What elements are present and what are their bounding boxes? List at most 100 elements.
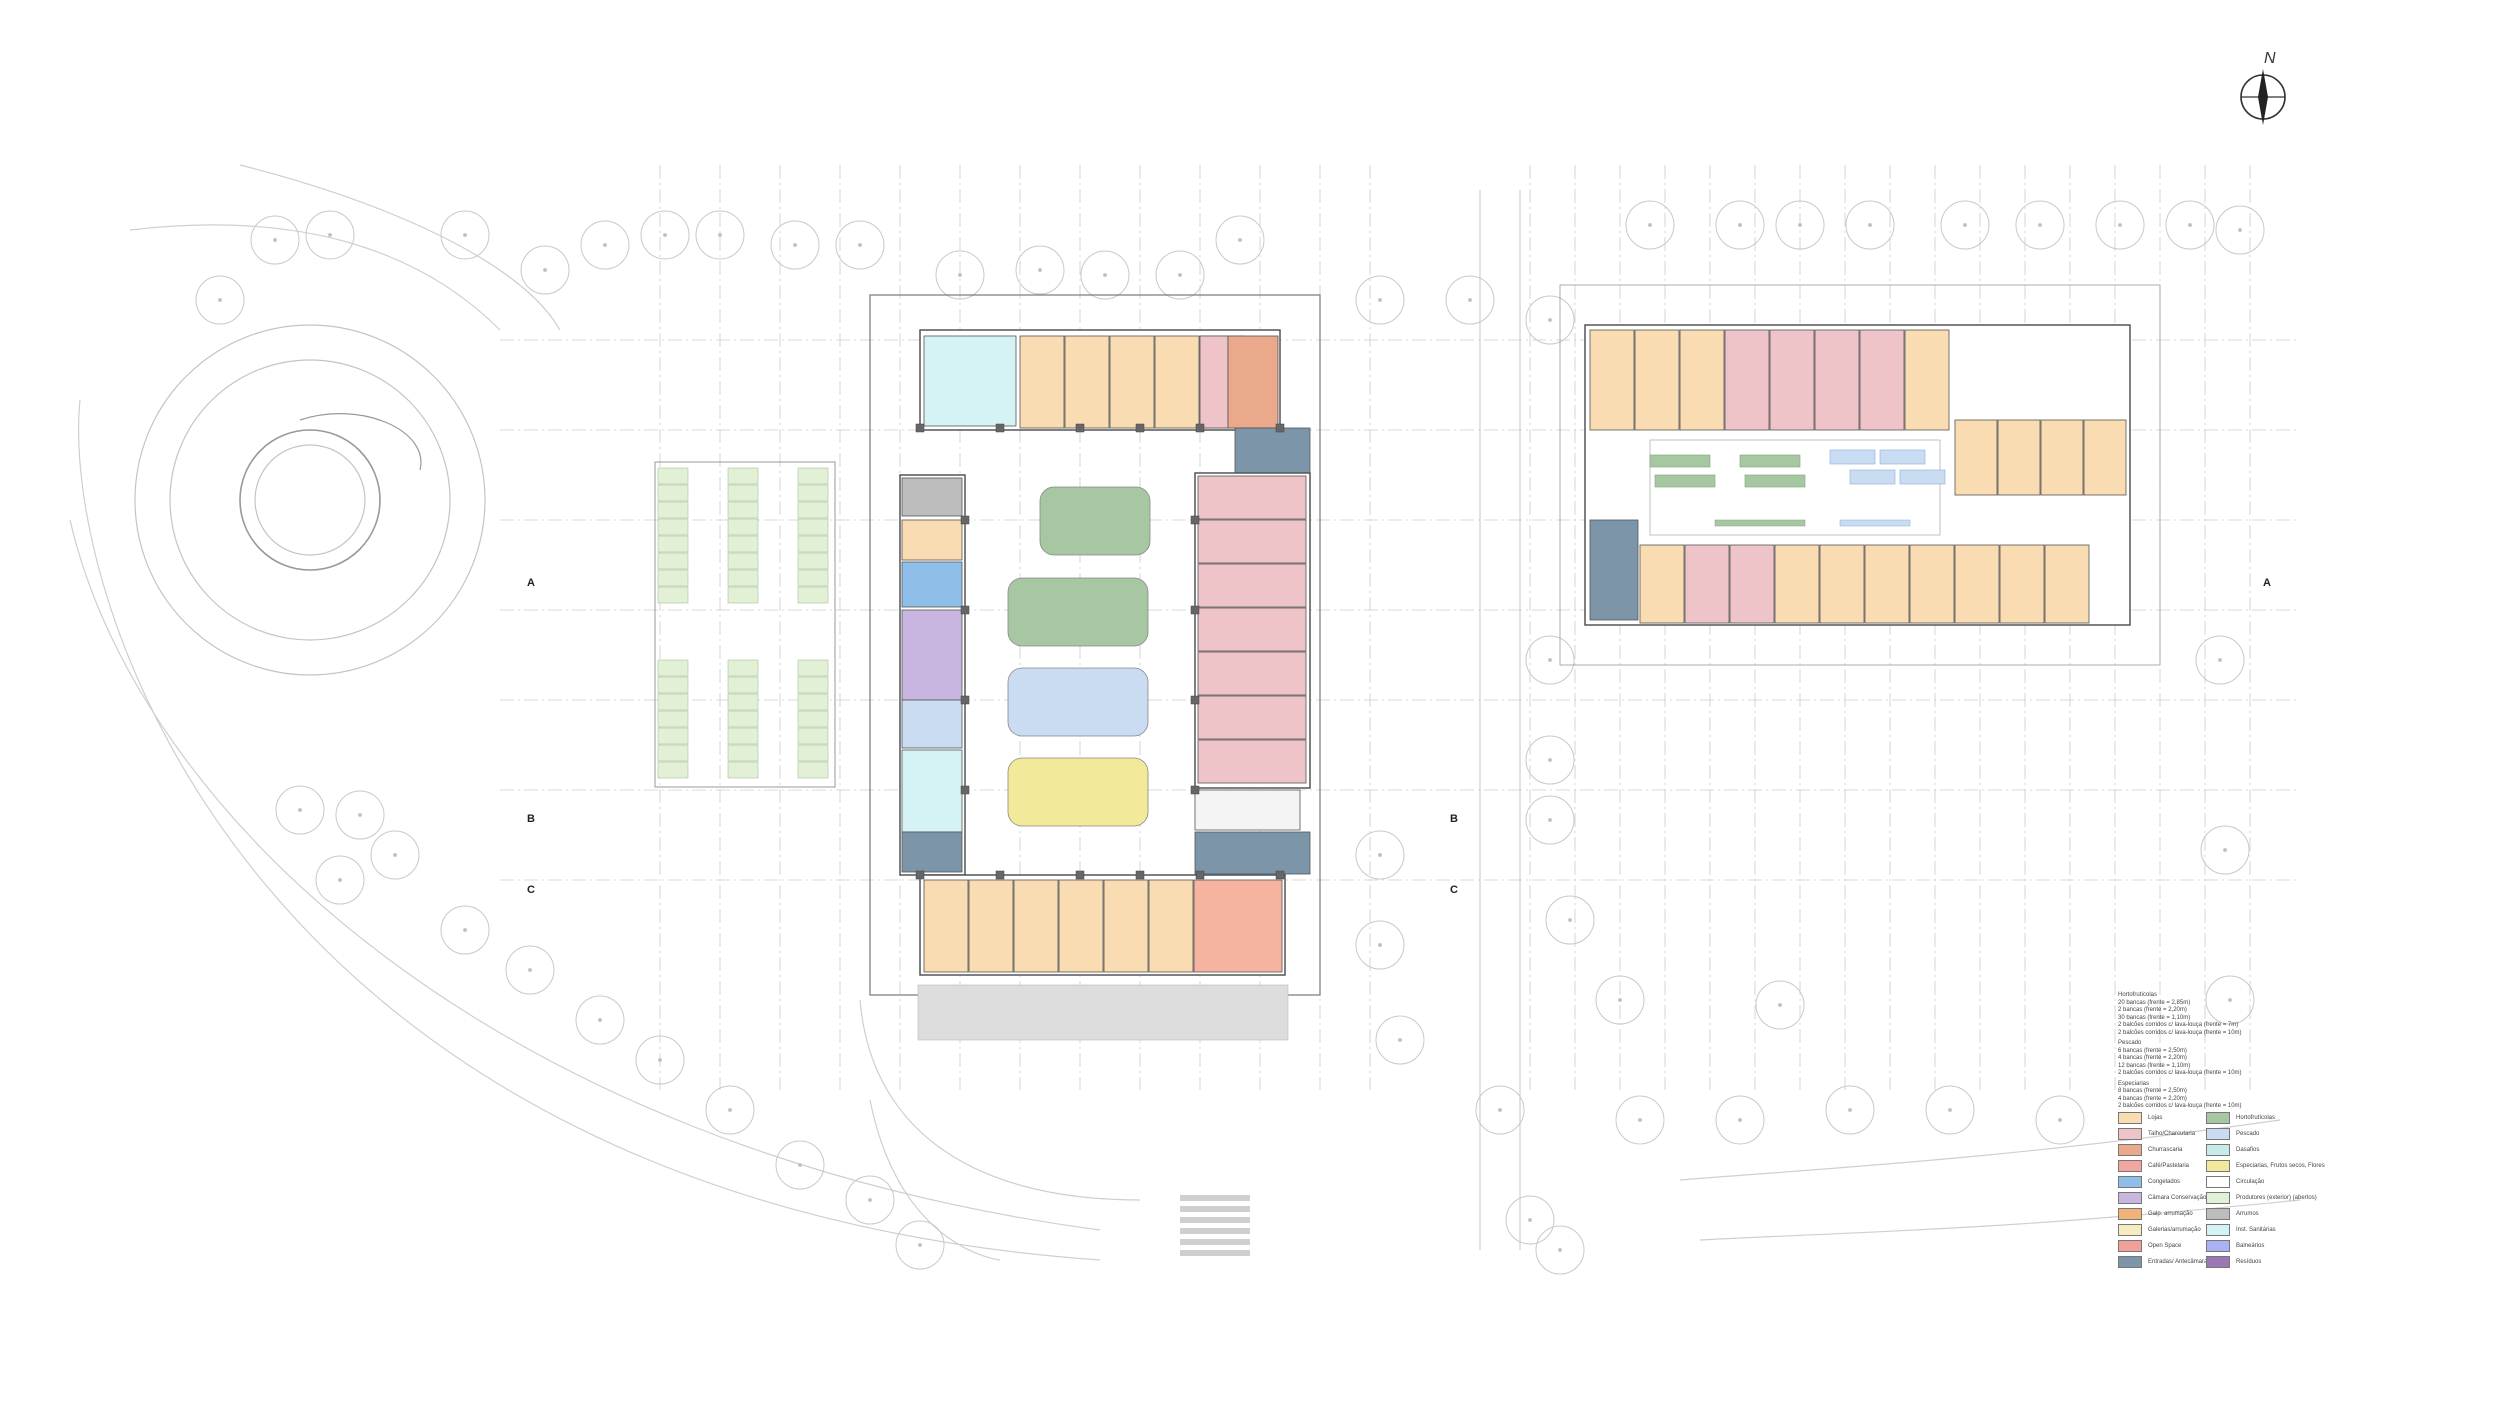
structural-column	[995, 870, 1005, 880]
notes-pescado: Pescado 6 bancas (frente = 2,50m) 4 banc…	[2118, 1040, 2242, 1078]
tree-trunk	[1398, 1038, 1402, 1042]
produtores-stall	[727, 659, 759, 677]
tree-canopy	[440, 905, 490, 955]
produtores-stall	[797, 484, 829, 502]
tree-canopy	[1715, 200, 1765, 250]
tree-canopy	[1525, 795, 1575, 845]
structural-column	[1275, 423, 1285, 433]
cold-chamber	[901, 609, 963, 701]
produtores-stall	[657, 676, 689, 694]
produtores-stall	[727, 518, 759, 536]
east-stall-north	[1724, 329, 1770, 431]
east-stall-south	[1774, 544, 1820, 624]
shop-south	[1013, 879, 1059, 973]
tree-trunk	[1178, 273, 1182, 277]
produtores-stall	[797, 552, 829, 570]
east-stall-ne	[2040, 419, 2084, 496]
section-mark-b-right: B	[1450, 813, 1458, 825]
tree-trunk	[1378, 298, 1382, 302]
east-site-outline	[1559, 284, 2161, 666]
produtores-stall	[727, 744, 759, 762]
restrooms-west	[901, 749, 963, 833]
legend-label: Dasafios	[2236, 1146, 2260, 1153]
tree-trunk	[798, 1163, 802, 1167]
entrance-sw	[901, 831, 963, 873]
legend-label: Lojas	[2148, 1114, 2163, 1121]
structural-column	[1135, 423, 1145, 433]
tree-trunk	[1468, 298, 1472, 302]
frozen-storage	[901, 561, 963, 608]
produtores-stall	[727, 586, 759, 604]
butcher-stall	[1197, 695, 1307, 740]
east-stall-south	[1864, 544, 1910, 624]
structural-column	[1075, 870, 1085, 880]
legend-item-entradas: Entradas/ Antecâmara	[2118, 1256, 2207, 1268]
east-pescado-counter	[1899, 469, 1946, 485]
notes-hortofruticolas: Hortofrutícolas 20 bancas (frente = 2,85…	[2118, 992, 2242, 1037]
butcher-stall	[1197, 563, 1307, 608]
tree-canopy	[250, 215, 300, 265]
tree-canopy	[895, 1220, 945, 1270]
tree-canopy	[440, 210, 490, 260]
structural-column	[1135, 870, 1145, 880]
tree-canopy	[1215, 215, 1265, 265]
tree-canopy	[1535, 1225, 1585, 1275]
legend-label: Resíduos	[2236, 1258, 2262, 1265]
legend-swatch	[2206, 1240, 2230, 1252]
notes-especiarias: Especiarias 8 bancas (frente = 2,50m) 4 …	[2118, 1081, 2242, 1111]
entrance-se	[1194, 831, 1311, 875]
legend-label: Hortofrutícolas	[2236, 1114, 2276, 1121]
tree-canopy	[1625, 200, 1675, 250]
produtores-stall	[657, 761, 689, 779]
crosswalk-stripe	[1180, 1195, 1250, 1201]
tree-canopy	[1615, 1095, 1665, 1145]
tree-trunk	[1038, 268, 1042, 272]
legend-item-circulacao: Circulação	[2206, 1176, 2264, 1188]
legend-item-open-space: Open Space	[2118, 1240, 2181, 1252]
tree-canopy	[2095, 200, 2145, 250]
tree-canopy	[1755, 980, 1805, 1030]
sanitary-block	[923, 335, 1017, 427]
produtores-stall	[657, 552, 689, 570]
tree-canopy	[1505, 1195, 1555, 1245]
legend-swatch	[2206, 1112, 2230, 1124]
tree-trunk	[918, 1243, 922, 1247]
east-horto-bench	[1714, 519, 1806, 527]
east-horto-counter	[1649, 454, 1711, 468]
east-stall-north	[1904, 329, 1950, 431]
tree-trunk	[543, 268, 547, 272]
main-market-building	[869, 294, 1321, 1041]
tree-canopy	[705, 1085, 755, 1135]
east-stall-north	[1859, 329, 1905, 431]
legend-item-dasafios: Dasafios	[2206, 1144, 2259, 1156]
legend-item-cafe: Café/Pastelaria	[2118, 1160, 2189, 1172]
legend-item-galerias: Galerias/arrumação	[2118, 1224, 2201, 1236]
legend-swatch	[2118, 1208, 2142, 1220]
produtores-stall	[797, 535, 829, 553]
legend-swatch	[2118, 1160, 2142, 1172]
tree-canopy	[775, 1140, 825, 1190]
tree-canopy	[2195, 635, 2245, 685]
tree-trunk	[958, 273, 962, 277]
structural-column	[1190, 695, 1200, 705]
structural-column	[960, 695, 970, 705]
legend-label: Open Space	[2148, 1242, 2182, 1249]
produtores-stall	[727, 552, 759, 570]
tree-trunk	[1738, 223, 1742, 227]
legend-item-galp: Galp. arrumação	[2118, 1208, 2193, 1220]
tree-canopy	[2205, 975, 2255, 1025]
east-horto-counter	[1744, 474, 1806, 488]
grid-axes	[500, 165, 2300, 1090]
notes-line: 2 balcões corridos c/ lava-louça (frente…	[2118, 1022, 2239, 1028]
legend-item-especiarias: Especiarias, Frutos secos, Flores	[2206, 1160, 2325, 1172]
tree-trunk	[463, 928, 467, 932]
tree-canopy	[770, 220, 820, 270]
tree-trunk	[1963, 223, 1967, 227]
produtores-stall	[657, 693, 689, 711]
tree-trunk	[1378, 853, 1382, 857]
tree-canopy	[575, 995, 625, 1045]
legend-item-residuos: Resíduos	[2206, 1256, 2261, 1268]
east-stall-south	[1999, 544, 2045, 624]
crosswalk-stripe	[1180, 1206, 1250, 1212]
